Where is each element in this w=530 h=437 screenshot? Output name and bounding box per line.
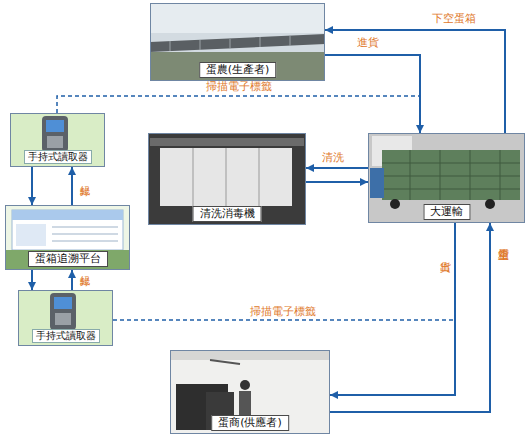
platform-panel <box>5 205 130 270</box>
node-label: 蛋商(供應者) <box>211 415 289 431</box>
scan-connector <box>57 96 420 133</box>
edge-label: 掃描電子標籤 <box>206 80 272 93</box>
washer-panel-line <box>226 148 227 206</box>
edge-label: 掃描電子標籤 <box>250 305 316 318</box>
washer-machine <box>160 148 292 206</box>
edge-label: 下空蛋箱 <box>432 12 476 25</box>
crate-line <box>410 150 411 200</box>
farm-stripe <box>290 36 291 46</box>
photo-box: 大運輸 <box>368 133 525 223</box>
platform-box: 蛋箱追溯平台 <box>5 205 130 270</box>
shop-fan <box>210 360 240 364</box>
platform-row <box>52 227 118 228</box>
node-label: 手持式讀取器 <box>24 150 92 164</box>
node-label: 手持式讀取器 <box>32 329 100 343</box>
node-label: 大運輸 <box>423 204 470 220</box>
farm-sky <box>150 3 325 33</box>
truck-cab <box>370 168 384 198</box>
farm-stripe <box>200 40 201 50</box>
crate-line <box>440 150 441 200</box>
platform-row <box>52 234 118 235</box>
reader-keypad <box>55 313 71 325</box>
crate-line <box>382 163 520 164</box>
washer-panel-line <box>193 148 194 206</box>
farm-stripe <box>170 41 171 51</box>
shop-photo <box>170 350 330 434</box>
washer-panels <box>193 148 259 206</box>
platform-menu <box>16 224 46 246</box>
reader-device <box>50 293 76 330</box>
flow-arrow <box>71 270 73 290</box>
flow-arrow <box>306 181 368 183</box>
platform-row <box>52 241 118 242</box>
crate-line <box>382 176 520 177</box>
node-label: 蛋農(生產者) <box>199 62 277 78</box>
farm-roof-stripes <box>170 36 290 51</box>
flow-arrow <box>71 167 73 205</box>
edge-label: 進貨 <box>357 36 379 49</box>
truck-crates <box>382 150 520 200</box>
flow-arrow <box>330 223 490 412</box>
shop-ceiling <box>170 350 330 360</box>
truck-crate-grid <box>382 150 520 200</box>
washer-photo <box>148 133 306 225</box>
reader-panel <box>18 290 113 346</box>
platform-header <box>12 210 123 220</box>
shop-person-head <box>240 380 250 390</box>
platform-rows <box>52 227 118 241</box>
flow-arrow <box>325 55 420 133</box>
truck-wheel <box>390 199 400 209</box>
truck-photo <box>368 133 525 223</box>
crate-line <box>470 150 471 200</box>
reader-screen <box>54 297 72 309</box>
reader-box: 手持式讀取器 <box>10 113 105 167</box>
washer-panel-line <box>259 148 260 206</box>
crate-line <box>382 189 520 190</box>
farm-photo <box>150 3 325 81</box>
flow-arrow <box>325 30 505 133</box>
photo-box: 蛋農(生產者) <box>150 3 325 81</box>
photo-box: 蛋商(供應者) <box>170 350 330 434</box>
reader-keypad <box>47 136 63 148</box>
scan-connector <box>113 223 455 320</box>
flow-arrow <box>306 167 368 169</box>
farm-stripe <box>260 37 261 47</box>
node-label: 清洗消毒機 <box>193 206 262 222</box>
washer-ceiling <box>150 138 304 146</box>
reader-device <box>42 116 68 152</box>
farm-roof <box>150 34 325 52</box>
platform-screen <box>12 210 123 250</box>
truck-wheel <box>485 199 495 209</box>
crate-line <box>500 150 501 200</box>
node-label: 蛋箱追溯平台 <box>28 251 108 267</box>
reader-box: 手持式讀取器 <box>18 290 113 346</box>
reader-screen <box>46 120 64 132</box>
edge-label: 清洗 <box>322 151 344 164</box>
farm-stripe <box>230 39 231 48</box>
platform-footer <box>5 250 130 270</box>
flow-arrow <box>31 270 33 290</box>
flow-arrow <box>31 167 33 205</box>
photo-box: 清洗消毒機 <box>148 133 306 225</box>
flow-arrow <box>330 223 455 395</box>
farm-ground <box>150 52 325 81</box>
reader-panel <box>10 113 105 167</box>
